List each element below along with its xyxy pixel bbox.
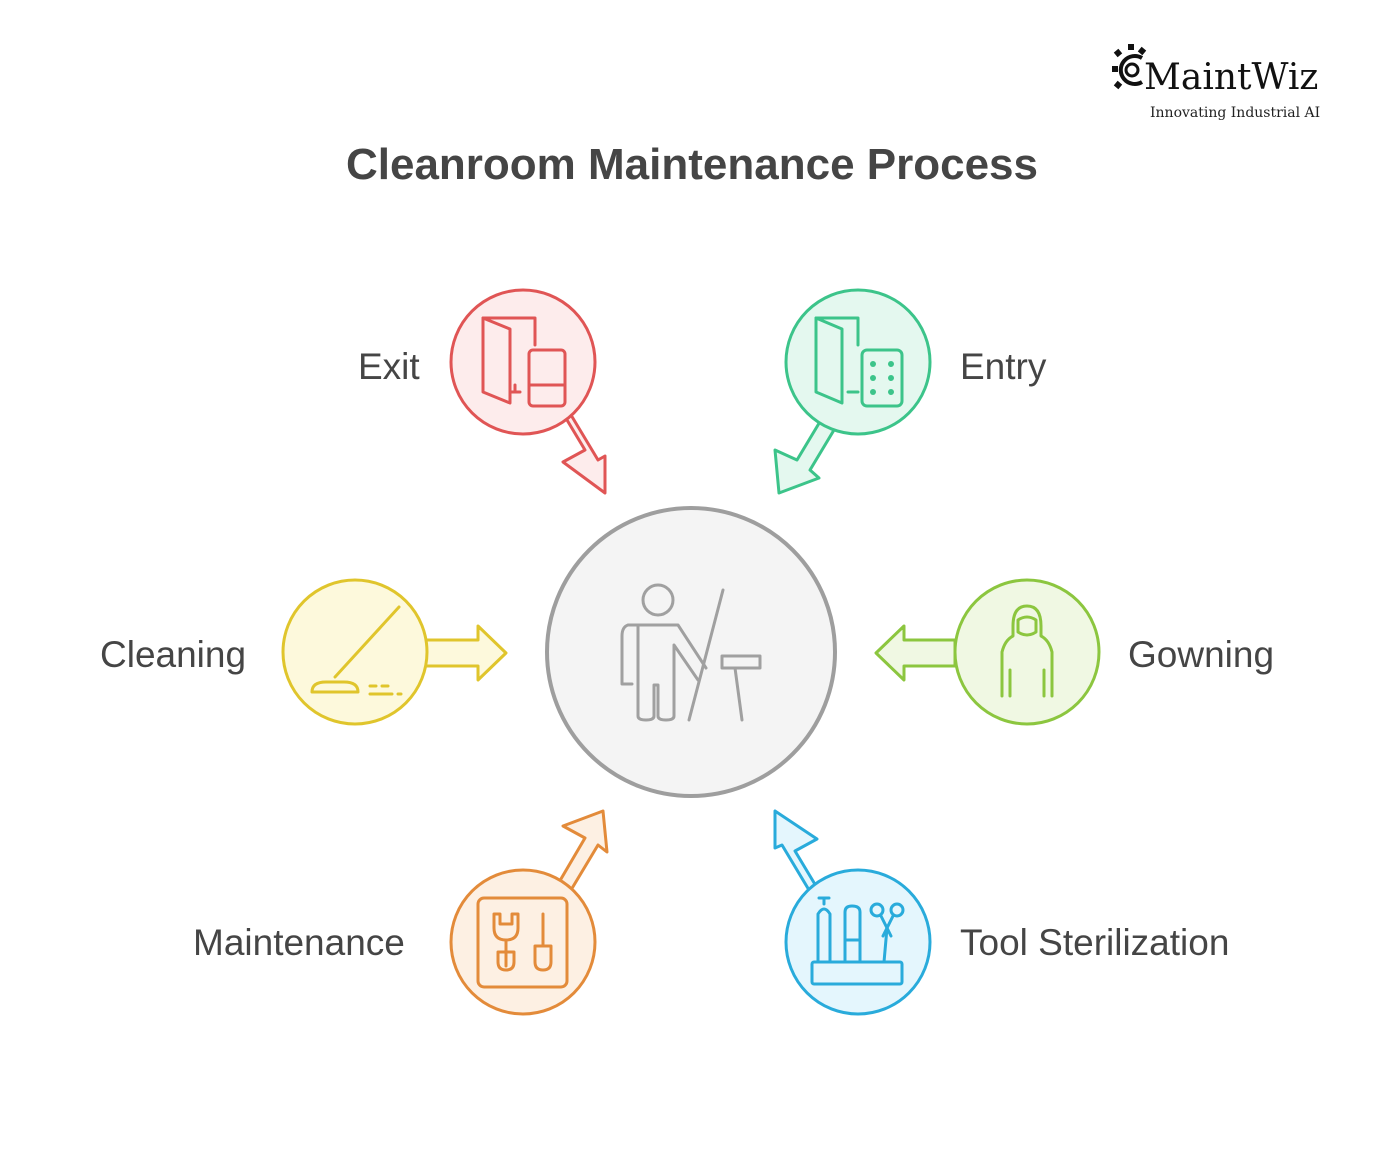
label-cleaning: Cleaning — [100, 634, 247, 675]
door-exit-icon — [481, 316, 567, 408]
door-keypad-icon — [814, 316, 904, 408]
label-gowning: Gowning — [1128, 634, 1275, 675]
logo-tagline: Innovating Industrial AI — [1150, 105, 1321, 121]
entry-circle — [784, 288, 932, 436]
arrow-cleaning — [423, 624, 508, 682]
gowning-circle — [953, 578, 1101, 726]
gown-suit-icon — [1000, 604, 1054, 698]
gear-icon — [1112, 44, 1147, 90]
wrench-panel-icon — [476, 896, 569, 989]
label-maintenance: Maintenance — [193, 922, 405, 963]
maintwiz-logo: MaintWiz Innovating Industrial AI — [1112, 44, 1342, 124]
maintenance-circle — [449, 868, 597, 1016]
label-exit: Exit — [358, 346, 420, 387]
exit-circle — [449, 288, 597, 436]
tool-sterilization-circle — [784, 868, 932, 1016]
arrow-maintenance — [556, 809, 609, 892]
label-entry: Entry — [960, 346, 1047, 387]
cleaning-circle — [281, 578, 429, 726]
keypad-dots — [870, 361, 894, 395]
center-circle — [545, 506, 837, 798]
logo-name: MaintWiz — [1144, 57, 1319, 98]
page-title: Cleanroom Maintenance Process — [345, 140, 1038, 189]
label-tool-sterilization: Tool Sterilization — [960, 922, 1230, 963]
tools-cup-icon — [810, 896, 905, 986]
arrow-exit — [556, 403, 607, 495]
person-presenting-icon — [620, 583, 762, 722]
mop-icon — [310, 605, 403, 696]
arrow-gowning — [874, 624, 957, 682]
arrow-tool-sterilization — [773, 809, 824, 898]
arrow-entry — [773, 413, 839, 495]
